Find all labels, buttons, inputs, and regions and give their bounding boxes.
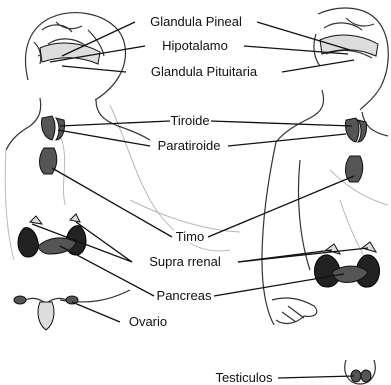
label-ovary: Ovario	[129, 314, 167, 329]
testicles	[345, 360, 375, 384]
right-adrenal-r	[362, 242, 376, 252]
left-adrenal-l	[30, 216, 42, 224]
ovary-uterus	[14, 296, 78, 330]
label-thyroid: Tiroide	[170, 113, 209, 128]
label-pituitary: Glandula Pituitaria	[151, 64, 258, 79]
label-thymus: Timo	[176, 229, 204, 244]
left-kidneys-group	[18, 214, 86, 257]
label-pancreas: Pancreas	[157, 288, 212, 303]
left-brain-gland-band	[40, 43, 100, 64]
left-thyroid	[41, 116, 64, 140]
label-pineal: Glandula Pineal	[150, 14, 242, 29]
right-kidneys-group	[315, 242, 380, 287]
label-testicles: Testiculos	[215, 370, 273, 385]
labels: Glandula Pineal Hipotalamo Glandula Pitu…	[129, 14, 273, 385]
label-parathyroid: Paratiroide	[158, 138, 221, 153]
left-thymus	[40, 148, 57, 174]
left-adrenal-r	[70, 214, 80, 222]
right-thyroid	[345, 118, 366, 142]
left-kidney-l	[18, 228, 38, 257]
label-adrenal: Supra rrenal	[149, 254, 221, 269]
label-hypothalamus: Hipotalamo	[162, 38, 228, 53]
